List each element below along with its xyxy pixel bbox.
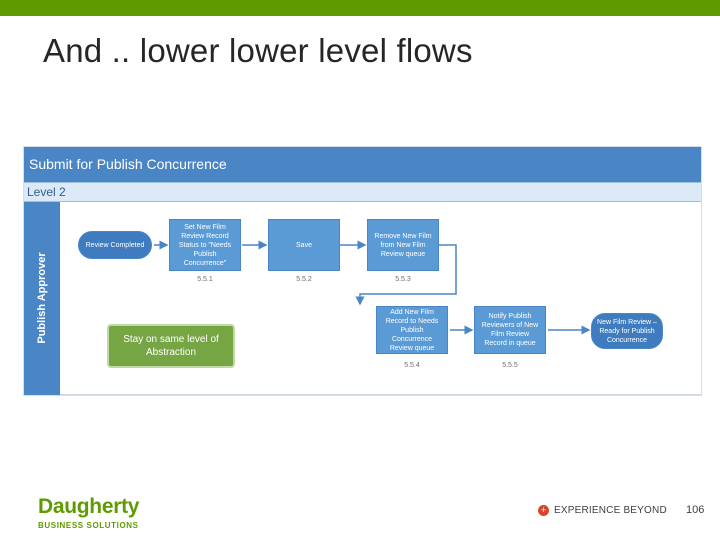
process-node-notify: Notify Publish Reviewers of New Film Rev… <box>474 306 546 354</box>
logo-subtitle: BUSINESS SOLUTIONS <box>38 521 139 530</box>
node-number-set-status: 5.5.1 <box>197 276 213 283</box>
process-node-set-status: Set New Film Review Record Status to "Ne… <box>169 219 241 271</box>
logo-name: Daugherty <box>38 495 140 518</box>
start-node-review-completed: Review Completed <box>78 231 152 259</box>
company-logo: Daugherty BUSINESS SOLUTIONS <box>38 495 140 531</box>
node-number-notify: 5.5.5 <box>502 362 518 369</box>
end-node-ready: New Film Review – Ready for Publish Conc… <box>591 313 663 349</box>
top-accent-bar <box>0 0 720 16</box>
tagline-text: EXPERIENCE BEYOND <box>554 505 667 516</box>
process-node-save: Save <box>268 219 340 271</box>
diagram-header: Submit for Publish Concurrence <box>24 147 701 182</box>
node-number-save: 5.5.2 <box>296 276 312 283</box>
page-number: 106 <box>686 504 705 516</box>
process-node-add-record: Add New Film Record to Needs Publish Con… <box>376 306 448 354</box>
swimlane-header: Publish Approver <box>24 202 60 395</box>
process-node-remove: Remove New Film from New Film Review que… <box>367 219 439 271</box>
node-number-remove: 5.5.3 <box>395 276 411 283</box>
level-label: Level 2 <box>24 182 701 202</box>
footer-tagline: + EXPERIENCE BEYOND <box>538 505 667 516</box>
connector-4 <box>355 244 457 306</box>
node-number-add-record: 5.5.4 <box>404 362 420 369</box>
callout-note: Stay on same level of Abstraction <box>107 324 235 368</box>
slide-title: And .. lower lower level flows <box>43 32 473 69</box>
plus-circle-icon: + <box>538 505 549 516</box>
